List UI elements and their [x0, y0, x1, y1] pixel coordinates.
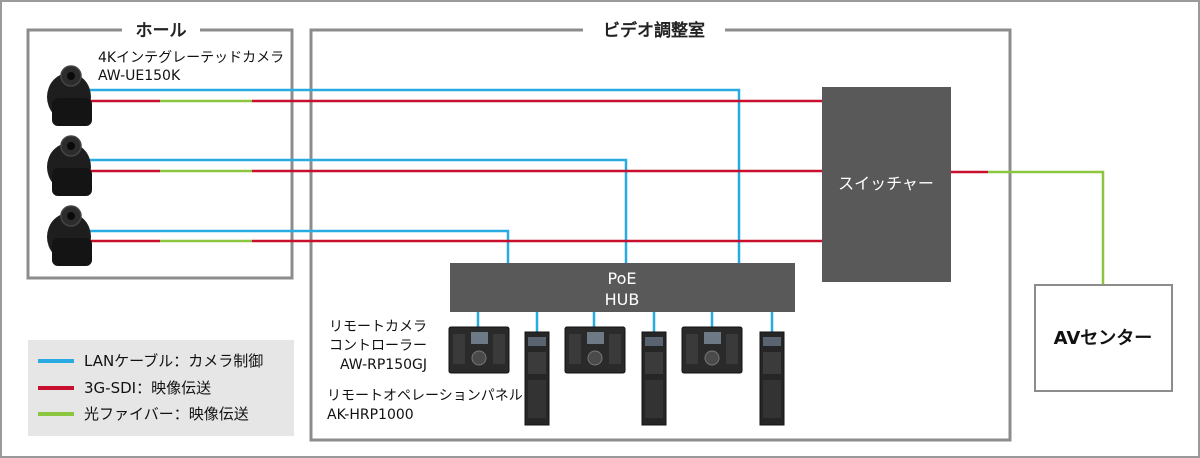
camera-caption-line1: 4Kインテグレーテッドカメラ [98, 50, 284, 66]
legend: LANケーブル：カメラ制御 3G-SDI：映像伝送 光ファイバー：映像伝送 [28, 340, 294, 436]
remote-panel-2 [641, 331, 667, 426]
controller-caption-line1: リモートカメラ [329, 319, 427, 335]
av-center-box [1034, 284, 1173, 392]
fiber-cable-av-center [988, 170, 1105, 285]
av-center-label: AVセンター [1054, 328, 1153, 349]
hub-box [450, 263, 795, 312]
remote-panel-1 [524, 331, 550, 426]
camera-caption-line2: AW-UE150K [98, 68, 181, 84]
controller-screen [704, 332, 721, 344]
controller-screen [587, 332, 604, 344]
remote-panel-3 [759, 331, 785, 426]
panel-screen [645, 337, 663, 346]
legend-label-fiber: 光ファイバー：映像伝送 [84, 405, 249, 423]
panel-buttons [528, 380, 546, 418]
lan-cable-camera-3 [88, 229, 510, 263]
panel-buttons [645, 352, 663, 374]
remote-controller-3 [681, 326, 743, 374]
camera-lens-center [67, 72, 75, 80]
av-center: AVセンター [1034, 284, 1173, 392]
lan-cables [88, 88, 774, 332]
control-room-title: ビデオ調整室 [603, 20, 705, 41]
panel-caption-line2: AK-HRP1000 [327, 407, 414, 423]
legend-label-lan: LANケーブル：カメラ制御 [84, 352, 263, 370]
hub-label-line1: PoE [608, 269, 637, 288]
lan-cable-camera-2 [88, 158, 628, 263]
camera-base [52, 98, 92, 126]
panel-screen [528, 337, 546, 346]
controller-dial-icon [587, 350, 603, 366]
controller-buttons [686, 334, 698, 364]
hub-label-line2: HUB [605, 290, 640, 309]
hall-frame: ホール [26, 21, 294, 280]
remote-controller-1 [448, 326, 510, 374]
poe-hub: PoE HUB [450, 263, 795, 312]
switcher-box [822, 87, 951, 282]
controller-caption-line2: コントローラー [329, 338, 427, 354]
controller-caption-line3: AW-RP150GJ [340, 357, 427, 373]
controller-buttons [453, 334, 465, 364]
control-room-border [309, 28, 1012, 442]
camera-lens-center [67, 212, 75, 220]
camera-2 [47, 135, 92, 196]
lan-cable-camera-1 [88, 88, 741, 263]
camera-lens-center [67, 142, 75, 150]
camera-1 [47, 65, 92, 126]
panel-buttons [645, 380, 663, 418]
panel-screen [763, 337, 781, 346]
switcher-label: スイッチャー [838, 174, 934, 193]
switcher: スイッチャー [822, 87, 951, 282]
camera-base [52, 238, 92, 266]
camera-base [52, 168, 92, 196]
controller-buttons [726, 334, 738, 364]
control-room-frame: ビデオ調整室 [309, 20, 1012, 442]
controller-dial-icon [704, 350, 720, 366]
panel-buttons [763, 380, 781, 418]
legend-label-sdi: 3G-SDI：映像伝送 [84, 379, 211, 397]
panel-caption-line1: リモートオペレーションパネル [327, 388, 523, 404]
hall-border [26, 28, 294, 280]
panel-buttons [528, 352, 546, 374]
panel-buttons [763, 352, 781, 374]
controller-dial-icon [471, 350, 487, 366]
hall-title: ホール [136, 21, 187, 41]
video-cables [88, 99, 1105, 285]
remote-controller-2 [564, 326, 626, 374]
controller-buttons [569, 334, 581, 364]
controller-buttons [609, 334, 621, 364]
camera-3 [47, 205, 92, 266]
controller-buttons [493, 334, 505, 364]
controller-screen [471, 332, 488, 344]
